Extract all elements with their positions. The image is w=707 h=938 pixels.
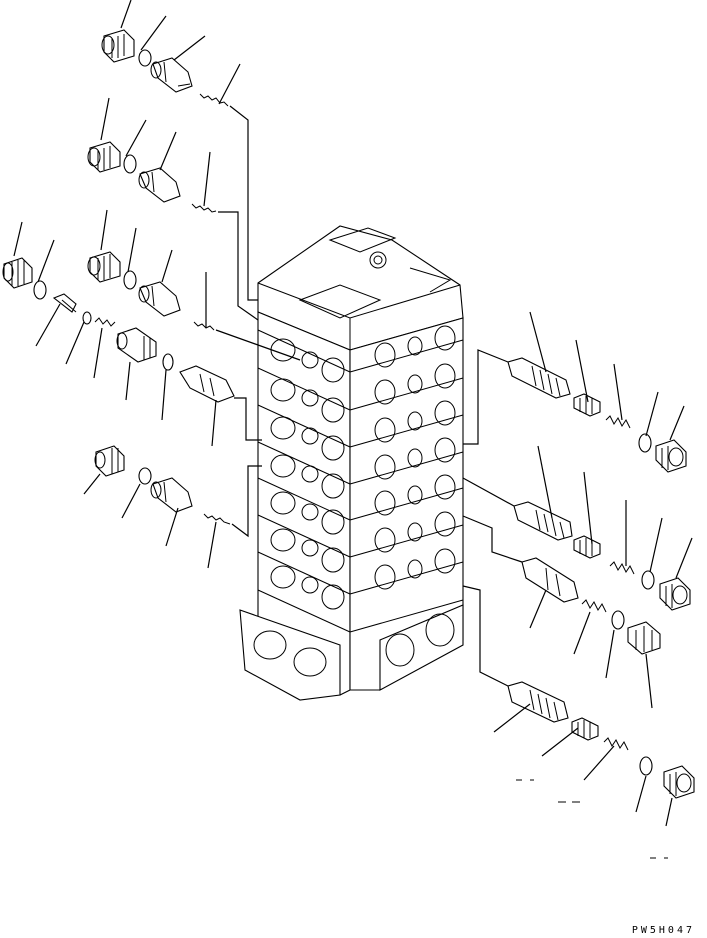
stem-icon: [573, 393, 601, 417]
plug-icon: [87, 251, 121, 283]
plug-icon: [659, 577, 691, 611]
plug-icon: [655, 439, 687, 473]
left-spool-group-2: [87, 97, 259, 321]
left-spool-group-3: [2, 209, 301, 447]
spool-icon: [138, 281, 181, 317]
o-ring-icon: [33, 280, 47, 300]
spool-icon: [507, 681, 569, 723]
check-valve-body-icon: [116, 327, 157, 363]
spool-icon: [507, 357, 571, 399]
spring-icon: [94, 317, 116, 327]
o-ring-icon: [123, 270, 137, 290]
o-ring-icon: [639, 756, 653, 776]
o-ring-icon: [123, 154, 137, 174]
spring-icon: [193, 321, 215, 331]
spring-icon: [609, 561, 635, 575]
drawing-code: PW5H047: [631, 925, 695, 936]
spring-icon: [199, 93, 229, 107]
o-ring-icon: [611, 610, 625, 630]
spring-icon: [605, 415, 631, 429]
plug-icon: [663, 765, 695, 799]
spring-icon: [581, 599, 607, 613]
valve-icon: [179, 365, 235, 403]
left-spool-group-1: [101, 0, 258, 301]
right-spool-group-2b: [462, 515, 661, 709]
right-spool-group-1: [463, 311, 687, 473]
plug-icon: [87, 141, 121, 173]
o-ring-icon: [138, 49, 152, 67]
o-ring-icon: [138, 467, 152, 485]
o-ring-icon: [638, 433, 652, 453]
spool-icon: [513, 501, 573, 541]
spring-icon: [191, 203, 217, 213]
spool-icon: [150, 57, 193, 93]
stem-icon: [573, 535, 601, 559]
spring-icon: [603, 737, 629, 751]
valve-icon: [521, 557, 579, 603]
screw-icon: [52, 293, 77, 313]
o-ring-icon: [162, 353, 174, 371]
plug-icon: [94, 445, 125, 477]
left-spool-group-4: [83, 445, 262, 569]
o-ring-icon: [641, 570, 655, 590]
spring-icon: [203, 513, 231, 525]
plug-icon: [2, 257, 33, 289]
washer-icon: [82, 311, 92, 325]
plug-icon: [101, 29, 135, 63]
spool-icon: [138, 167, 181, 203]
right-spool-group-2: [462, 445, 693, 611]
right-spool-group-3: [462, 585, 695, 859]
control-valve-body: [239, 225, 464, 701]
plug-icon: [627, 621, 661, 655]
spool-icon: [150, 477, 193, 513]
